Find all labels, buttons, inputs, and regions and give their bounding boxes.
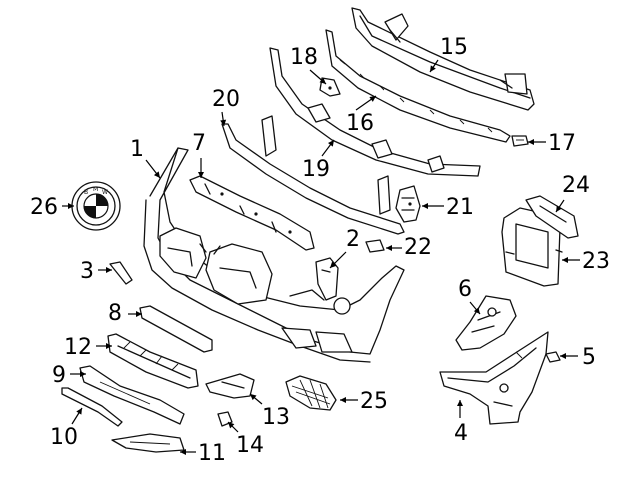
arrowhead-11 <box>180 449 186 455</box>
arrowhead-3 <box>106 267 112 273</box>
callout-20: 20 <box>212 87 240 112</box>
arrowhead-9 <box>80 371 86 377</box>
callout-15: 15 <box>440 35 468 60</box>
part-8-plate-holder <box>139 305 213 353</box>
arrowhead-22 <box>386 245 392 251</box>
callout-21: 21 <box>446 195 474 220</box>
part-13-trim <box>205 373 255 399</box>
part-10-thin-strip <box>61 387 123 427</box>
callout-17: 17 <box>548 131 576 156</box>
callout-9: 9 <box>52 363 66 388</box>
arrowhead-23 <box>562 257 568 263</box>
arrowhead-6 <box>473 307 480 314</box>
part-26-emblem: B M W <box>71 181 121 231</box>
emblem-letter-w: W <box>102 189 108 196</box>
part-24-bracket <box>525 195 579 239</box>
callout-8: 8 <box>108 301 122 326</box>
part-11-deflector <box>111 433 185 453</box>
callout-26: 26 <box>30 195 58 220</box>
arrowhead-13 <box>250 394 257 401</box>
arrowhead-1 <box>153 171 160 178</box>
part-20-rail <box>221 115 405 235</box>
part-2-bracket <box>315 257 339 301</box>
part-15-impact-beam <box>351 7 535 111</box>
part-5-clip <box>545 351 561 363</box>
arrowhead-5 <box>560 353 566 359</box>
arrowhead-26 <box>68 203 74 209</box>
callout-18: 18 <box>290 45 318 70</box>
leader-lines <box>62 59 580 455</box>
part-12-grille-strip <box>107 333 199 389</box>
arrowhead-12 <box>106 343 112 349</box>
callout-10: 10 <box>50 425 78 450</box>
arrowhead-16 <box>369 96 376 102</box>
arrowhead-24 <box>556 205 562 212</box>
part-17-clip <box>511 135 529 147</box>
emblem-letter-b: B <box>84 189 88 196</box>
arrowhead-19 <box>328 140 334 147</box>
part-7-bracket <box>189 175 315 251</box>
callout-25: 25 <box>360 389 388 414</box>
callout-2: 2 <box>346 227 360 252</box>
callout-22: 22 <box>404 235 432 260</box>
callout-23: 23 <box>582 249 610 274</box>
part-1-bumper-cover <box>143 147 405 363</box>
callout-19: 19 <box>302 157 330 182</box>
part-3-bracket <box>109 261 133 285</box>
part-21-side-bracket <box>395 185 421 223</box>
arrowhead-21 <box>422 203 428 209</box>
callout-6: 6 <box>458 277 472 302</box>
part-19-carrier <box>269 47 481 177</box>
arrowhead-14 <box>228 422 235 429</box>
part-6-bracket <box>455 295 517 351</box>
callout-16: 16 <box>346 111 374 136</box>
callout-5: 5 <box>582 345 596 370</box>
part-16-upper-strip <box>325 29 511 143</box>
callout-4: 4 <box>454 421 468 446</box>
callout-3: 3 <box>80 259 94 284</box>
arrowhead-4 <box>457 400 463 406</box>
callout-24: 24 <box>562 173 590 198</box>
callout-14: 14 <box>236 433 264 458</box>
arrowhead-25 <box>340 397 346 403</box>
arrowhead-18 <box>319 77 326 84</box>
arrowhead-10 <box>76 408 82 415</box>
part-9-lower-trim <box>79 365 185 425</box>
part-22-clip <box>365 239 385 253</box>
arrowhead-7 <box>198 172 204 178</box>
arrowhead-17 <box>528 139 534 145</box>
part-4-side-bracket <box>439 331 549 425</box>
callout-1: 1 <box>130 137 144 162</box>
arrowhead-20 <box>220 119 227 126</box>
callout-12: 12 <box>64 335 92 360</box>
callout-13: 13 <box>262 405 290 430</box>
part-25-mesh-grille <box>285 375 337 411</box>
callout-11: 11 <box>198 441 226 466</box>
arrowhead-8 <box>136 311 142 317</box>
emblem-letter-m: M <box>93 186 98 193</box>
arrowhead-15 <box>430 65 436 72</box>
arrowhead-2 <box>330 261 337 268</box>
callout-7: 7 <box>192 131 206 156</box>
